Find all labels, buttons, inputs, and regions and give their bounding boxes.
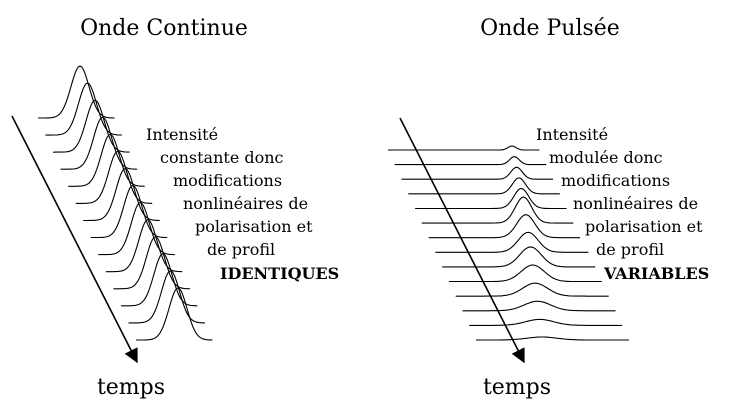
- pulse-profile-curve: [469, 318, 623, 326]
- description-line: polarisation et: [195, 217, 313, 236]
- description-line: de profil: [596, 240, 664, 259]
- description-text: Intensité modulée donc modifications non…: [536, 125, 709, 283]
- pulse-profile-curve: [455, 282, 609, 297]
- pulse-profile-curve: [448, 264, 602, 283]
- pulse-profile-curve: [98, 201, 175, 256]
- time-axis-label: temps: [483, 375, 551, 399]
- conclusion-label: VARIABLES: [603, 264, 709, 283]
- pulse-profile-curve: [408, 177, 560, 195]
- pulse-profile-curve: [53, 99, 130, 153]
- panel-continuous-wave: Onde Continue temps Intensité constante …: [11, 16, 339, 399]
- pulse-profile-curve: [435, 231, 589, 253]
- pulse-profile-curve: [128, 270, 205, 324]
- description-line: Intensité: [146, 125, 218, 144]
- pulse-profile-curve: [136, 287, 213, 341]
- pulse-profile-curve: [462, 300, 616, 312]
- description-line: modulée donc: [549, 148, 663, 167]
- description-line: modifications: [561, 171, 670, 190]
- pulse-profile-curve: [113, 236, 190, 290]
- conclusion-label: IDENTIQUES: [220, 264, 339, 283]
- description-line: nonlinéaires de: [183, 194, 308, 213]
- pulse-profile-curve: [428, 214, 581, 239]
- pulse-profile-curve: [38, 65, 115, 119]
- panel-pulsed-wave: Onde Pulsée temps Intensité modulée donc…: [388, 16, 709, 399]
- description-line: Intensité: [536, 125, 608, 144]
- pulse-profile-curve: [388, 145, 540, 151]
- panel-title: Onde Pulsée: [480, 16, 620, 41]
- description-line: modifications: [173, 171, 282, 190]
- pulse-profile-curve: [90, 184, 168, 239]
- description-line: constante donc: [160, 148, 284, 167]
- pulse-profile-curve: [120, 253, 198, 307]
- pulse-profile-curve: [394, 156, 547, 166]
- pulse-profile-curve: [442, 246, 596, 268]
- pulse-profile-curve: [60, 116, 138, 170]
- pulsed-wave-pulse-stack: [388, 145, 629, 341]
- panel-title: Onde Continue: [80, 16, 248, 41]
- description-line: de profil: [207, 240, 275, 259]
- pulse-profile-curve: [45, 82, 122, 136]
- description-line: polarisation et: [585, 217, 703, 236]
- pulse-profile-curve: [476, 336, 629, 341]
- description-text: Intensité constante donc modifications n…: [146, 125, 339, 283]
- pulse-profile-curve: [75, 150, 153, 204]
- pulse-profile-curve: [401, 166, 553, 180]
- pulse-profile-curve: [105, 219, 183, 273]
- pulse-profile-curve: [83, 167, 160, 222]
- continuous-wave-pulse-stack: [38, 65, 213, 341]
- time-arrow: [11, 115, 138, 364]
- pulse-profile-curve: [421, 196, 574, 224]
- time-axis-label: temps: [97, 375, 165, 399]
- pulse-profile-curve: [68, 133, 145, 187]
- pulse-profile-curve: [415, 187, 567, 210]
- description-line: nonlinéaires de: [573, 194, 698, 213]
- time-arrow: [399, 117, 525, 364]
